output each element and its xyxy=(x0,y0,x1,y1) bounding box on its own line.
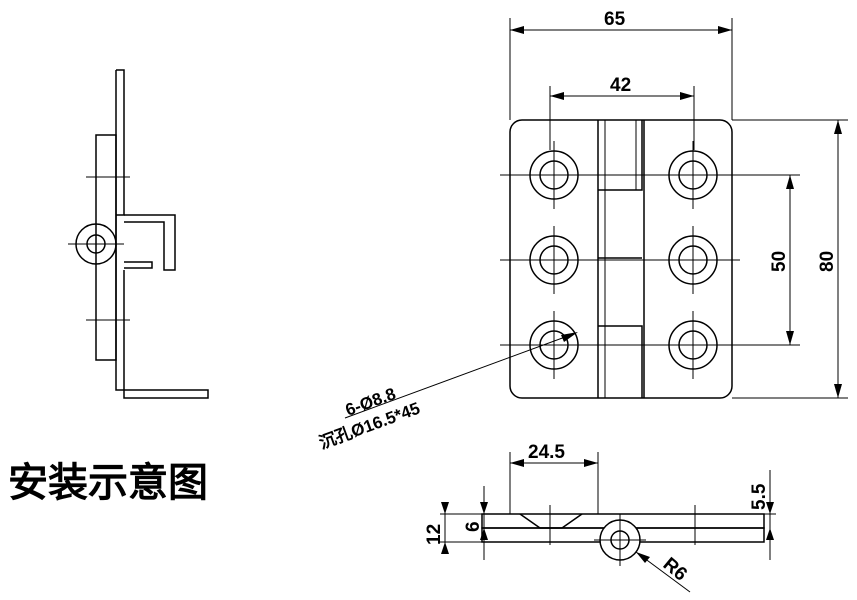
dimension-5-5: 5.5 xyxy=(749,470,776,560)
page-title: 安装示意图 xyxy=(8,460,208,506)
dimension-6-label: 6 xyxy=(463,521,484,532)
dimension-hole-spacing-vertical: 50 xyxy=(769,175,794,345)
dimension-50-label: 50 xyxy=(769,251,790,272)
dimension-12-label: 12 xyxy=(424,524,445,545)
dimension-42-label: 42 xyxy=(610,75,631,96)
dimension-r6-label: R6 xyxy=(659,554,691,586)
dimension-hole-spacing-horizontal: 42 xyxy=(549,75,695,150)
hole-note: 6-Ø8.8 沉孔Ø16.5*45 xyxy=(316,332,578,453)
hinge-side-profile xyxy=(481,505,765,566)
installation-side-view xyxy=(68,69,209,399)
dimension-65-label: 65 xyxy=(604,9,626,30)
dimension-thickness-leaf: 6 xyxy=(463,486,488,560)
dimension-5-5-label: 5.5 xyxy=(749,483,770,510)
dimension-thickness-total: 12 xyxy=(424,502,482,554)
dimension-80-label: 80 xyxy=(817,251,838,272)
dimension-24-5-label: 24.5 xyxy=(528,442,565,463)
hinge-front-view xyxy=(500,119,800,399)
dimension-radius: R6 xyxy=(635,551,691,593)
dimension-offset-side: 24.5 xyxy=(509,442,599,514)
dimension-height-overall: 80 xyxy=(732,119,848,399)
dimension-width-overall: 65 xyxy=(509,9,733,120)
